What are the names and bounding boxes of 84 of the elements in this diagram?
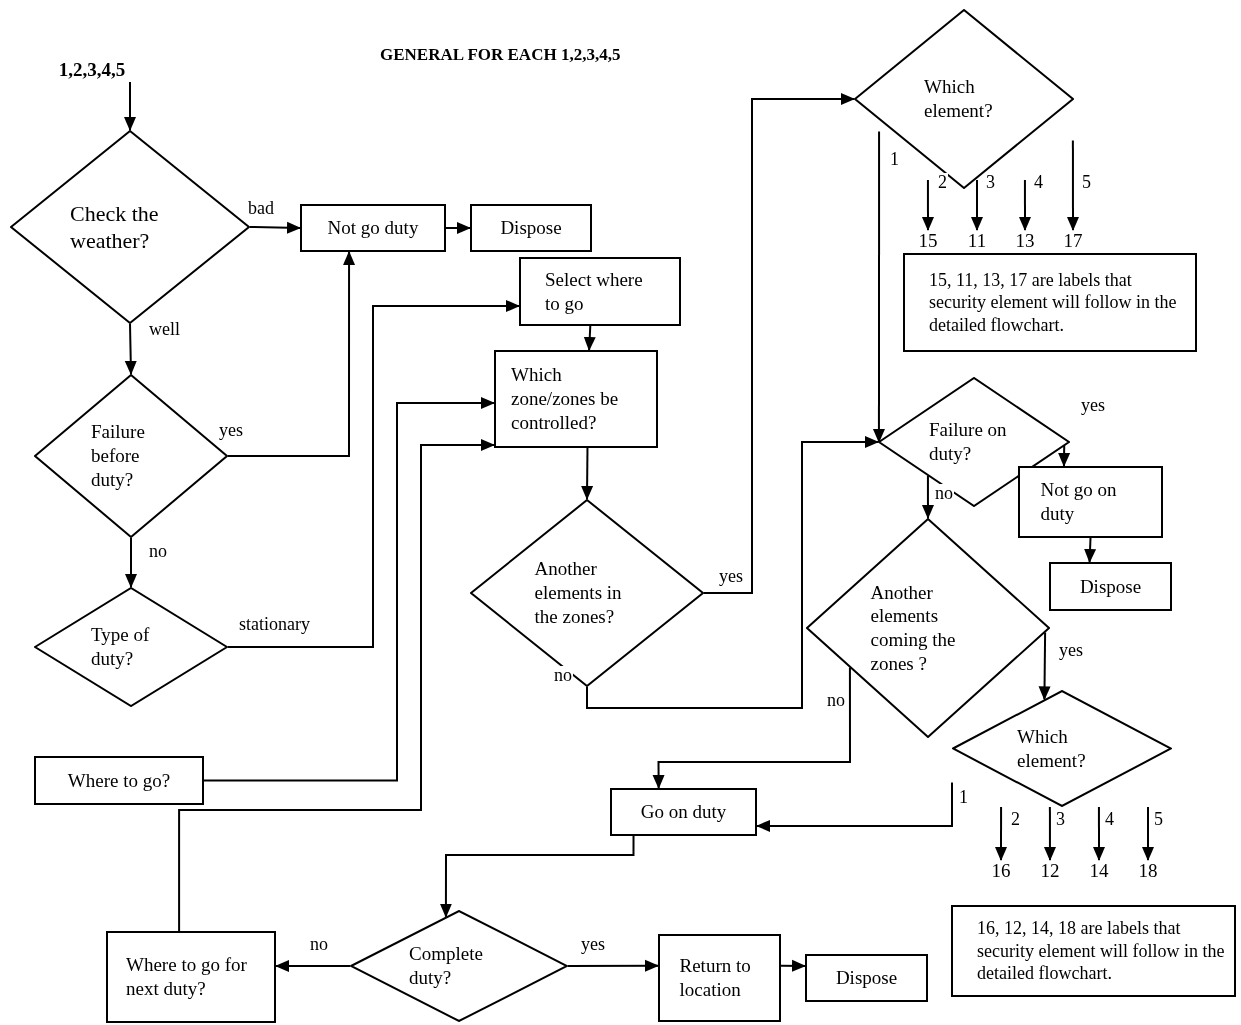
process-box: [34, 756, 204, 805]
note-box: [903, 253, 1197, 352]
number-text: 12: [1040, 859, 1060, 883]
note-box: [951, 905, 1236, 997]
node-text: Where to go?: [67, 768, 171, 793]
arrow: [178, 439, 495, 932]
number-text: 14: [1089, 859, 1109, 883]
node-text: Dispose: [835, 966, 898, 990]
arrow: [583, 325, 596, 351]
diagram-title: GENERAL FOR EACH 1,2,3,4,5: [380, 44, 621, 66]
node-text: Which zone/zones be controlled?: [511, 363, 620, 435]
process-box: [470, 204, 592, 252]
arrow: [1093, 806, 1105, 861]
process-box: [658, 934, 781, 1022]
arrow: [124, 81, 136, 131]
node-text: Dispose: [500, 216, 562, 240]
node-text: Which element?: [924, 75, 994, 123]
decision-diamond: [10, 130, 250, 324]
node-text: 15, 11, 13, 17 are labels that security element will follow in the detailed flowchart.: [929, 268, 1178, 337]
arrow: [249, 221, 301, 234]
arrow: [203, 396, 495, 782]
arrow: [1142, 806, 1154, 861]
node-text: Select where to go: [545, 267, 644, 316]
arrow: [586, 436, 879, 709]
arrow: [756, 781, 953, 832]
arrow: [780, 959, 806, 972]
arrow: [125, 537, 137, 588]
process-box: [106, 931, 276, 1023]
node-text: Which element?: [1017, 724, 1087, 773]
decision-diamond: [854, 9, 1074, 189]
arrow: [922, 474, 934, 519]
number-text: 13: [1015, 229, 1035, 253]
process-box: [300, 204, 446, 252]
decision-diamond: [952, 690, 1172, 807]
arrow: [275, 959, 351, 972]
number-text: 15: [918, 229, 938, 253]
node-text: Not go duty: [327, 216, 419, 240]
node-text: Another elements in the zones?: [534, 557, 623, 629]
process-box: [1018, 466, 1163, 538]
node-text: Another elements coming the zones ?: [870, 580, 957, 676]
arrow: [227, 300, 520, 648]
node-text: Failure on duty?: [929, 418, 1008, 466]
arrow: [1019, 179, 1031, 231]
arrow: [995, 806, 1007, 861]
number-text: 1,2,3,4,5: [58, 58, 126, 82]
node-text: Dispose: [1079, 574, 1142, 599]
decision-diamond: [34, 587, 228, 707]
arrow: [703, 93, 855, 594]
node-text: Not go on duty: [1040, 478, 1118, 526]
node-text: Where to go for next duty?: [126, 953, 248, 1001]
process-box: [610, 788, 757, 836]
arrow: [872, 130, 885, 443]
arrow: [971, 179, 983, 231]
decision-diamond: [470, 499, 704, 687]
arrow: [581, 447, 594, 500]
node-text: Return to location: [679, 954, 752, 1002]
node-text: 16, 12, 14, 18 are labels that security element will follow in the detailed flowchart.: [977, 917, 1226, 985]
node-text: Go on duty: [640, 800, 727, 824]
process-box: [519, 257, 681, 326]
node-text: Complete duty?: [409, 942, 484, 990]
node-text: Check the weather?: [70, 199, 160, 255]
decision-diamond: [878, 377, 1070, 507]
number-text: 11: [967, 229, 987, 253]
arrow: [652, 666, 851, 789]
node-text: Type of duty?: [91, 623, 151, 671]
arrow: [567, 959, 659, 972]
process-box: [805, 954, 928, 1002]
arrow: [124, 323, 137, 375]
number-text: 16: [991, 859, 1011, 883]
arrow: [922, 179, 934, 231]
process-box: [494, 350, 658, 448]
arrow: [445, 222, 471, 234]
edge-label: stationary: [238, 615, 311, 635]
arrow: [1044, 806, 1056, 861]
process-box: [1049, 562, 1172, 611]
number-text: 17: [1063, 229, 1083, 253]
arrow: [227, 251, 356, 457]
arrow: [1067, 139, 1079, 231]
number-text: 18: [1138, 859, 1158, 883]
node-text: Failure before duty?: [91, 420, 146, 492]
decision-diamond: [350, 910, 568, 1022]
arrow: [439, 835, 635, 918]
arrow: [1038, 631, 1051, 701]
arrow: [1084, 537, 1097, 563]
